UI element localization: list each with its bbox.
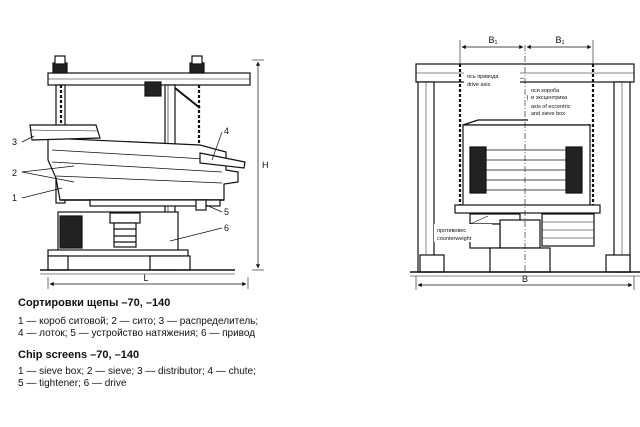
dim-label-l: L xyxy=(143,273,148,283)
callout-6: 6 xyxy=(224,223,229,233)
dim-label-b1-left: B₁ xyxy=(488,35,497,45)
dim-label-h: H xyxy=(262,160,269,170)
dim-label-b: B xyxy=(522,274,528,284)
distributor xyxy=(29,124,101,141)
side-base xyxy=(47,249,189,257)
eccentric-axis-label-en-1: axis of eccentric xyxy=(531,104,571,110)
front-base xyxy=(489,247,551,273)
eccentric-axis-label-ru-2: и эксцентрика xyxy=(531,95,568,101)
drive-axis-label-en: drive axis xyxy=(467,82,490,88)
counterweight-label-ru: противовес xyxy=(437,228,466,234)
counterweight-label-en: counterweight xyxy=(437,236,472,242)
callout-3: 3 xyxy=(12,137,17,147)
caption-en-line2: 5 — tightener; 6 — drive xyxy=(18,378,127,389)
caption-ru-line2: 4 — лоток; 5 — устройство натяжения; 6 —… xyxy=(18,328,256,339)
chute xyxy=(199,152,246,169)
caption-en-title: Chip screens –70, –140 xyxy=(18,349,140,361)
tightener xyxy=(195,199,207,211)
drive-axis-label-ru: ось привода xyxy=(467,74,499,80)
front-view xyxy=(410,40,640,290)
callout-5: 5 xyxy=(224,207,229,217)
callout-4: 4 xyxy=(224,126,229,136)
caption-en-line1: 1 — sieve box; 2 — sieve; 3 — distributo… xyxy=(18,366,256,377)
callout-1: 1 xyxy=(12,193,17,203)
callout-2: 2 xyxy=(12,168,17,178)
caption-ru-title: Сортировки щепы –70, –140 xyxy=(18,297,171,309)
eccentric-axis-label-en-2: and sieve box xyxy=(531,111,565,117)
eccentric-axis-label-ru-1: оси короба xyxy=(531,88,560,94)
dim-label-b1-right: B₁ xyxy=(555,35,564,45)
caption-ru-line1: 1 — короб ситовой; 2 — сито; 3 — распред… xyxy=(18,316,259,327)
pulley-mid xyxy=(144,81,162,97)
sieve-box xyxy=(47,137,239,201)
side-view xyxy=(21,55,264,289)
